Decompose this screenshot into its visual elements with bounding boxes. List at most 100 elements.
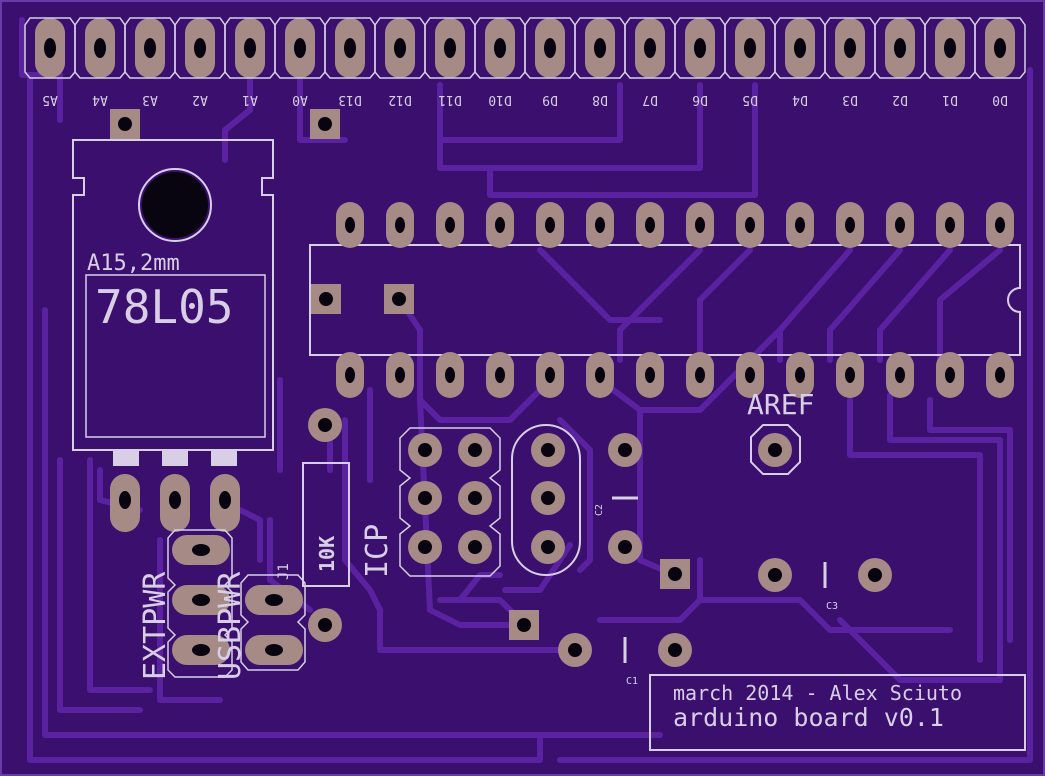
crystal-pad-2-hole — [541, 491, 555, 505]
c3-label: C3 — [826, 601, 838, 612]
resistor-outline — [302, 462, 350, 587]
j1-pad-2-hole — [265, 644, 283, 656]
chip-top-hole-13 — [945, 217, 955, 233]
header-label-d11: D11 — [438, 92, 461, 107]
chip-square-pad-1-hole — [319, 292, 333, 306]
regulator-top-pad-2-hole — [318, 117, 332, 131]
c1-pad-1-hole — [568, 643, 582, 657]
chip-bottom-hole-14 — [995, 367, 1005, 383]
header-label-d6: D6 — [692, 92, 708, 107]
header-label-d10: D10 — [488, 92, 511, 107]
aref-outline — [750, 424, 801, 475]
chip-bottom-hole-8 — [695, 367, 705, 383]
regulator-package-label: A15,2mm — [87, 251, 180, 276]
chip-bottom-hole-7 — [645, 367, 655, 383]
header-label-d7: D7 — [642, 92, 658, 107]
c2-label: C2 — [594, 504, 605, 516]
header-label-a5: A5 — [42, 92, 58, 107]
regulator-leg-3-hole — [219, 491, 231, 509]
icp-pad-hole-3-2 — [468, 540, 482, 554]
regulator-top-pad-1-hole — [118, 117, 132, 131]
chip-bottom-hole-3 — [445, 367, 455, 383]
chip-bottom-hole-12 — [895, 367, 905, 383]
header-pad-hole-d8 — [594, 38, 606, 58]
power-jumper — [167, 529, 306, 678]
chip-top-hole-10 — [795, 217, 805, 233]
chip-top-hole-8 — [695, 217, 705, 233]
header-pad-hole-d6 — [694, 38, 706, 58]
header-label-a3: A3 — [142, 92, 158, 107]
title-line-2: arduino board v0.1 — [673, 703, 944, 732]
resistor-label: 10K — [315, 536, 339, 572]
icp-pad-hole-1-2 — [468, 443, 482, 457]
header-pad-hole-d12 — [394, 38, 406, 58]
c2-square-pad-hole — [668, 567, 682, 581]
header-pad-hole-a5 — [44, 38, 56, 58]
title-block — [649, 674, 1026, 751]
header-pad-hole-d4 — [794, 38, 806, 58]
chip-top-hole-7 — [645, 217, 655, 233]
mounting-hole-inner — [142, 172, 208, 238]
header-label-d4: D4 — [792, 92, 808, 107]
icp-pad-hole-3-1 — [418, 540, 432, 554]
j1-label: J1 — [276, 563, 292, 580]
chip-top-hole-5 — [545, 217, 555, 233]
crystal-outline — [511, 424, 581, 576]
c1-square-pad-hole — [517, 618, 531, 632]
c2-pad-2-hole — [618, 540, 632, 554]
chip-square-pad-2-hole — [392, 292, 406, 306]
header-label-a2: A2 — [192, 92, 208, 107]
header-pad-hole-d1 — [944, 38, 956, 58]
mounting-hole — [138, 168, 212, 242]
dip-chip — [309, 244, 1021, 356]
header-label-a0: A0 — [292, 92, 308, 107]
extpwr-pad-3-hole — [192, 644, 210, 656]
header-label-d0: D0 — [992, 92, 1008, 107]
resistor-pad-1-hole — [318, 418, 332, 432]
chip-top-hole-3 — [445, 217, 455, 233]
header-label-d13: D13 — [338, 92, 361, 107]
icp-pads — [408, 433, 492, 564]
header-label-d3: D3 — [842, 92, 858, 107]
chip-top-hole-12 — [895, 217, 905, 233]
header-pad-hole-a0 — [294, 38, 306, 58]
header-pad-hole-d10 — [494, 38, 506, 58]
icp-header-outline — [399, 427, 501, 577]
header-pad-outline-d0 — [974, 17, 1026, 79]
c3-pad-1-hole — [768, 568, 782, 582]
header-pad-hole-d7 — [644, 38, 656, 58]
header-pad-hole-a4 — [94, 38, 106, 58]
chip-bottom-hole-1 — [345, 367, 355, 383]
header-pad-hole-d2 — [894, 38, 906, 58]
chip-bottom-hole-11 — [845, 367, 855, 383]
chip-top-hole-14 — [995, 217, 1005, 233]
header-pad-hole-d0 — [994, 38, 1006, 58]
crystal-pad-1-hole — [541, 443, 555, 457]
regulator-leg-2-hole — [169, 491, 181, 509]
icp-pad-hole-2-1 — [418, 491, 432, 505]
icp-pad-hole-1-1 — [418, 443, 432, 457]
chip-bottom-hole-13 — [945, 367, 955, 383]
header-label-a4: A4 — [92, 92, 108, 107]
crystal-pad-3-hole — [541, 540, 555, 554]
header-pad-hole-d11 — [444, 38, 456, 58]
chip-bottom-hole-6 — [595, 367, 605, 383]
extpwr-label: EXTPWR — [138, 571, 173, 680]
c3-pad-2-hole — [868, 568, 882, 582]
chip-top-hole-9 — [745, 217, 755, 233]
c1-pad-2-hole — [668, 643, 682, 657]
header-label-d9: D9 — [542, 92, 558, 107]
regulator-leg-1-hole — [119, 491, 131, 509]
header-label-d1: D1 — [942, 92, 958, 107]
header-label-a1: A1 — [242, 92, 258, 107]
chip-bottom-hole-4 — [495, 367, 505, 383]
aref-pad-hole — [768, 443, 782, 457]
header-pad-hole-a1 — [244, 38, 256, 58]
regulator-footprint — [72, 139, 274, 466]
chip-top-hole-4 — [495, 217, 505, 233]
title-line-1: march 2014 - Alex Sciuto — [673, 681, 962, 705]
chip-pads — [336, 202, 1014, 398]
header-pad-hole-a3 — [144, 38, 156, 58]
icp-pad-hole-2-2 — [468, 491, 482, 505]
